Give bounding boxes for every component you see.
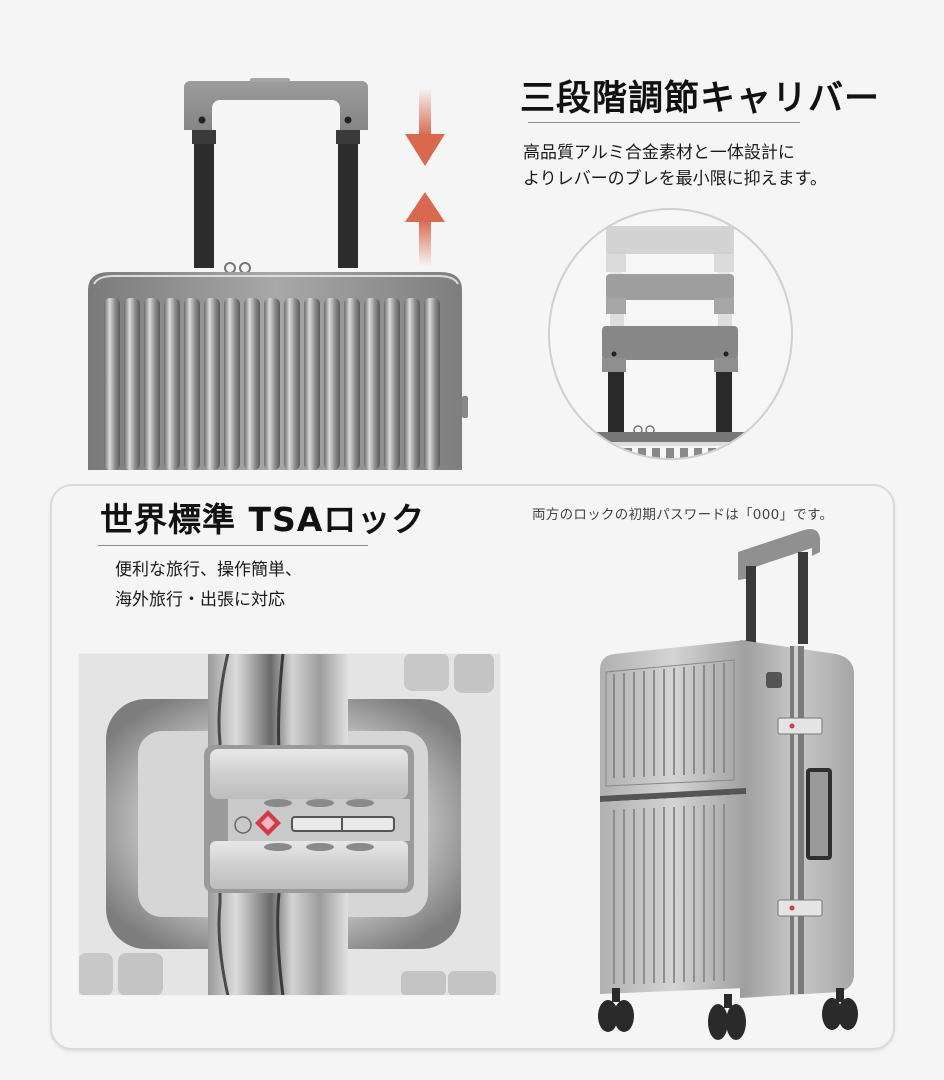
product-suitcase-image [590,522,870,1047]
tsa-lock-closeup-image [78,653,501,996]
tsa-title-divider [98,545,368,546]
tsa-diamond-icon [255,810,281,836]
caliper-title-divider [528,122,800,123]
arrow-down-icon [405,88,445,166]
handle-stages-circle [548,208,793,460]
tsa-description: 便利な旅行、操作簡単、 海外旅行・出張に対応 [115,560,302,610]
password-note: 両方のロックの初期パスワードは「000」です。 [532,507,834,523]
hero-suitcase-image [70,78,490,470]
tsa-title: 世界標準 TSAロック [100,500,426,539]
caliper-title: 三段階調節キャリバー [520,79,881,119]
adjust-arrows [400,88,450,266]
caliper-description: 高品質アルミ合金素材と一体設計に よりレバーのブレを最小限に抑えます。 [523,143,827,189]
arrow-up-icon [405,192,445,266]
